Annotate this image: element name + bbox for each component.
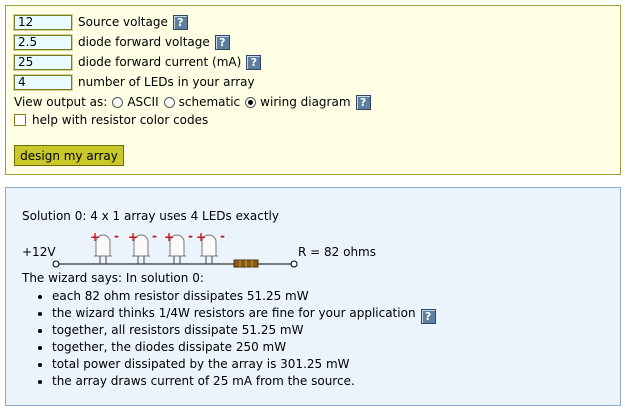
source-voltage-row: Source voltage ? xyxy=(13,12,188,32)
resistor-icon xyxy=(233,259,259,268)
wiring-diagram: + - + - + - + - xyxy=(52,232,298,268)
diode-current-row: diode forward current (mA) ? xyxy=(13,52,262,72)
list-item: the array draws current of 25 mA from th… xyxy=(52,373,436,390)
led-count-row: number of LEDs in your array xyxy=(13,72,255,92)
design-array-button[interactable]: design my array xyxy=(14,145,124,166)
source-voltage-input[interactable] xyxy=(13,13,73,31)
led-icon xyxy=(168,234,186,264)
terminal-right xyxy=(290,260,298,268)
list-item-text: together, all resistors dissipate 51.25 … xyxy=(52,323,304,337)
terminal-left xyxy=(52,260,60,268)
result-panel: Solution 0: 4 x 1 array uses 4 LEDs exac… xyxy=(5,187,621,406)
led-count-input[interactable] xyxy=(13,73,73,91)
list-item-text: together, the diodes dissipate 250 mW xyxy=(52,340,287,354)
led-icon xyxy=(132,234,150,264)
view-output-label: View output as: xyxy=(14,95,108,109)
led-plus-mark: + xyxy=(164,232,174,244)
radio-wiring-diagram[interactable] xyxy=(245,96,257,108)
diode-current-input[interactable] xyxy=(13,53,73,71)
led-plus-mark: + xyxy=(90,232,100,244)
list-item: total power dissipated by the array is 3… xyxy=(52,356,436,373)
led-icon xyxy=(200,234,218,264)
help-icon[interactable]: ? xyxy=(355,94,371,110)
led-plus-mark: + xyxy=(128,232,138,244)
list-item-text: each 82 ohm resistor dissipates 51.25 mW xyxy=(52,289,309,303)
led-minus-mark: - xyxy=(188,232,193,243)
list-item: the wizard thinks 1/4W resistors are fin… xyxy=(52,305,436,324)
diode-current-label: diode forward current (mA) xyxy=(78,55,242,69)
radio-schematic-label[interactable]: schematic xyxy=(178,95,241,109)
radio-ascii[interactable] xyxy=(112,96,124,108)
resistance-label: R = 82 ohms xyxy=(298,245,376,259)
array-input-form: Source voltage ? diode forward voltage ?… xyxy=(5,5,621,175)
color-codes-label[interactable]: help with resistor color codes xyxy=(32,113,209,127)
help-icon[interactable]: ? xyxy=(214,34,230,50)
led-count-label: number of LEDs in your array xyxy=(78,75,255,89)
diode-voltage-row: diode forward voltage ? xyxy=(13,32,230,52)
radio-wiring-diagram-label[interactable]: wiring diagram xyxy=(260,95,351,109)
led-plus-mark: + xyxy=(196,232,206,244)
color-codes-row: help with resistor color codes xyxy=(14,110,208,130)
view-output-row: View output as: ASCII schematic wiring d… xyxy=(14,92,371,112)
solution-title: Solution 0: 4 x 1 array uses 4 LEDs exac… xyxy=(22,209,279,223)
wizard-results-list: each 82 ohm resistor dissipates 51.25 mW… xyxy=(32,288,436,390)
help-icon[interactable]: ? xyxy=(172,14,188,30)
led-minus-mark: - xyxy=(220,232,225,243)
list-item: together, the diodes dissipate 250 mW xyxy=(52,339,436,356)
diode-voltage-label: diode forward voltage xyxy=(78,35,210,49)
help-icon[interactable]: ? xyxy=(420,309,436,324)
source-voltage-label: Source voltage xyxy=(78,15,168,29)
diode-voltage-input[interactable] xyxy=(13,33,73,51)
led-minus-mark: - xyxy=(114,232,119,243)
list-item-text: total power dissipated by the array is 3… xyxy=(52,357,350,371)
voltage-label: +12V xyxy=(22,245,56,259)
list-item: together, all resistors dissipate 51.25 … xyxy=(52,322,436,339)
radio-ascii-label[interactable]: ASCII xyxy=(127,95,159,109)
list-item-text: the array draws current of 25 mA from th… xyxy=(52,374,355,388)
led-minus-mark: - xyxy=(152,232,157,243)
list-item-text: the wizard thinks 1/4W resistors are fin… xyxy=(52,306,416,320)
help-icon[interactable]: ? xyxy=(246,54,262,70)
radio-schematic[interactable] xyxy=(163,96,175,108)
color-codes-checkbox[interactable] xyxy=(14,114,26,126)
list-item: each 82 ohm resistor dissipates 51.25 mW xyxy=(52,288,436,305)
wizard-intro: The wizard says: In solution 0: xyxy=(22,271,204,285)
led-icon xyxy=(94,234,112,264)
